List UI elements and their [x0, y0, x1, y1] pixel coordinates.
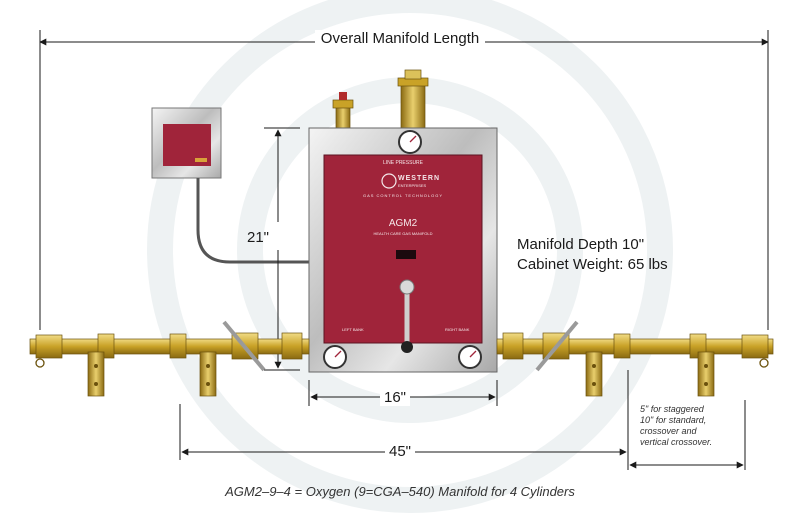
- right-bank-label: RIGHT BANK: [445, 327, 470, 332]
- left-bank-label: LEFT BANK: [342, 327, 364, 332]
- ball-valve-left: [222, 320, 266, 372]
- model-name: AGM2: [388, 218, 418, 229]
- bracket-holes: [94, 364, 708, 386]
- line-pressure-label: LINE PRESSURE: [382, 160, 423, 166]
- stagger-note-line: crossover and: [640, 426, 697, 436]
- stagger-note: 5" for staggered 10" for standard, cross…: [640, 404, 712, 448]
- brand-tagline: GAS CONTROL TECHNOLOGY: [362, 193, 443, 198]
- cylinder-brackets: [87, 351, 715, 397]
- span-label: 45": [385, 443, 416, 460]
- manifold-cabinet: [308, 127, 498, 373]
- end-caps: [35, 334, 769, 368]
- overall-length-label: Overall Manifold Length: [0, 30, 800, 47]
- stagger-note-line: 10" for standard,: [640, 415, 707, 425]
- brand-name: WESTERN: [398, 175, 440, 182]
- brand-sub: ENTERPRISES: [398, 183, 427, 188]
- spec-block: Manifold Depth 10" Cabinet Weight: 65 lb…: [517, 235, 668, 275]
- stagger-note-line: 5" for staggered: [640, 404, 704, 414]
- model-sub: HEALTH CARE GAS MANIFOLD: [373, 231, 433, 236]
- weight-spec: Cabinet Weight: 65 lbs: [517, 256, 668, 273]
- stagger-note-line: vertical crossover.: [640, 437, 713, 447]
- model-caption: AGM2–9–4 = Oxygen (9=CGA–540) Manifold f…: [225, 484, 575, 499]
- alarm-panel: [151, 107, 222, 179]
- ball-valve-right: [535, 320, 579, 372]
- stagger-dimension: [629, 400, 746, 470]
- top-inlet-fittings: [332, 69, 429, 139]
- height-label: 21": [247, 229, 270, 246]
- depth-spec: Manifold Depth 10": [517, 236, 645, 253]
- cabinet-width-label: 16": [380, 389, 411, 406]
- alarm-cable: [196, 178, 309, 264]
